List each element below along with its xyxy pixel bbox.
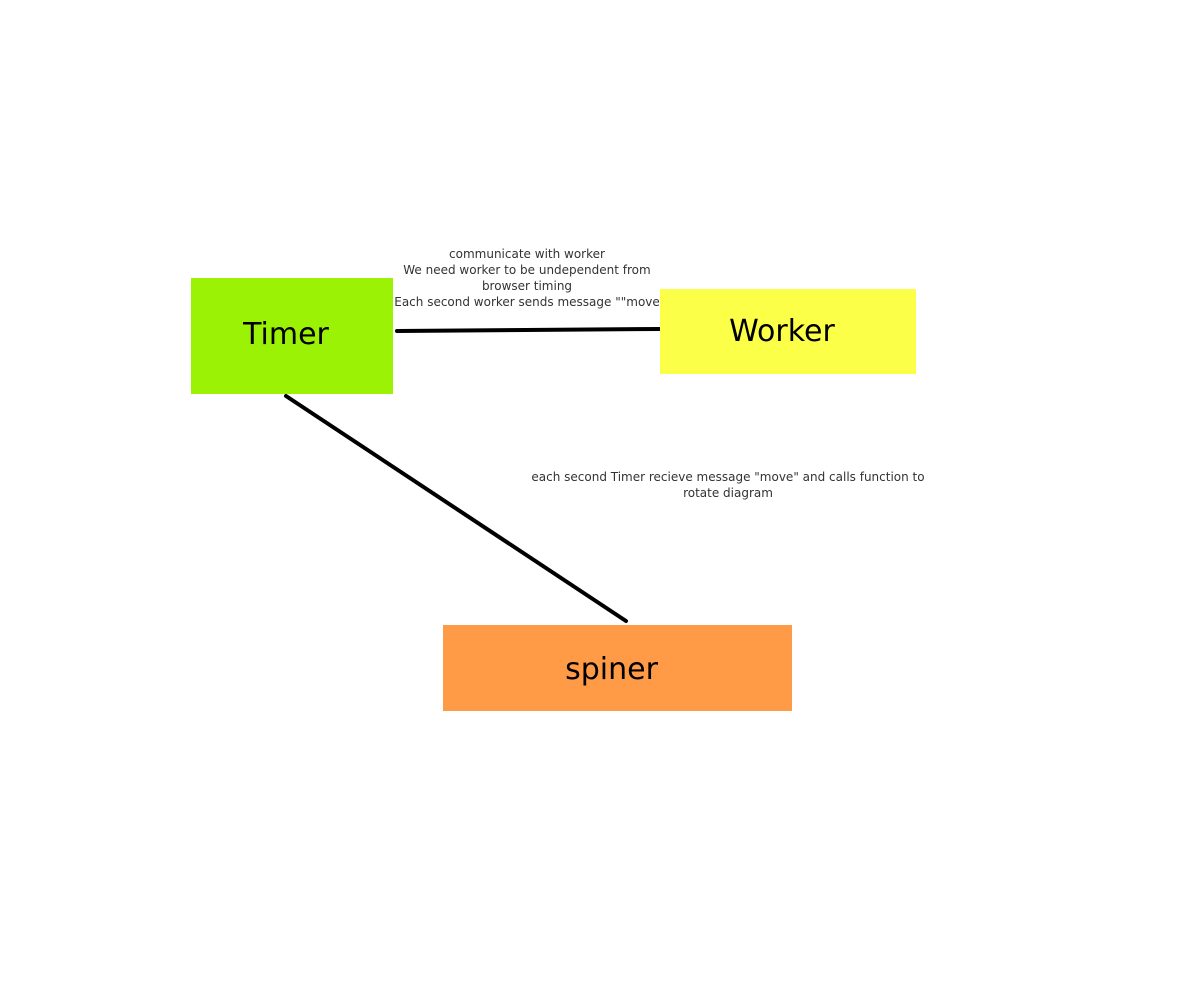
edge-timer-spiner xyxy=(284,394,628,623)
timer-node[interactable]: Timer xyxy=(191,278,393,394)
spiner-node[interactable]: spiner xyxy=(443,625,792,711)
annotation-line: communicate with worker xyxy=(449,247,605,261)
timer-spiner-annotation: each second Timer recieve message "move"… xyxy=(531,470,925,500)
worker-node[interactable]: Worker xyxy=(660,289,916,374)
annotation-line: browser timing xyxy=(481,279,573,293)
annotation-line: Each second worker sends message ""move xyxy=(394,295,660,309)
spiner-node-label: spiner xyxy=(565,651,658,687)
timer-worker-annotation: communicate with worker We need worker t… xyxy=(387,246,667,310)
timer-node-label: Timer xyxy=(243,316,329,352)
worker-node-label: Worker xyxy=(729,314,835,349)
annotation-line: We need worker to be undependent from xyxy=(403,263,651,277)
edge-timer-worker xyxy=(395,327,662,333)
